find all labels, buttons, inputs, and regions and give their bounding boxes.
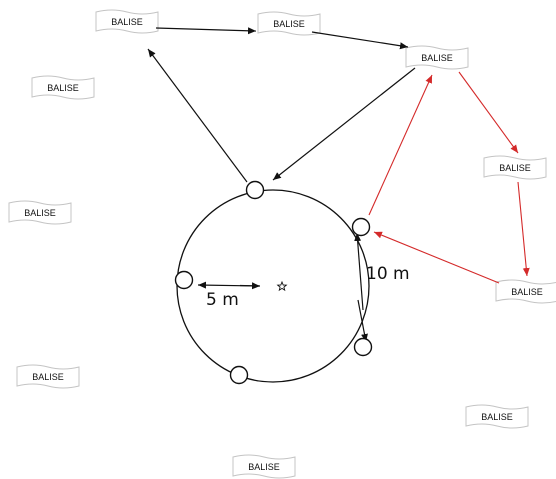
flag-shape	[465, 404, 529, 429]
balise-flag: BALISE	[405, 45, 469, 70]
balise-flag: BALISE	[95, 9, 159, 34]
balise-flag: BALISE	[483, 155, 547, 180]
flag-shape	[95, 9, 159, 34]
balise-label: BALISE	[499, 163, 531, 173]
marker-circle	[353, 337, 373, 357]
balise-flag: BALISE	[31, 75, 95, 100]
marker-circle	[229, 365, 249, 385]
balise-flag: BALISE	[465, 404, 529, 429]
balise-label: BALISE	[511, 287, 543, 297]
flag-shape	[16, 364, 80, 389]
flag-shape	[483, 155, 547, 180]
flag-shape	[495, 279, 556, 304]
radius-arrow	[239, 282, 261, 290]
route-arrow	[311, 31, 409, 50]
red-route-arrow	[368, 74, 433, 216]
balise-label: BALISE	[481, 412, 513, 422]
course-circle	[176, 189, 370, 383]
balise-flag: BALISE	[232, 454, 296, 479]
red-route-arrow	[458, 71, 519, 154]
radius-label: 5 m	[206, 290, 239, 310]
flag-shape	[31, 75, 95, 100]
flag-shape	[405, 45, 469, 70]
flag-shape	[8, 200, 72, 225]
distance-arrow	[357, 299, 368, 343]
balise-label: BALISE	[24, 208, 56, 218]
route-arrow	[272, 67, 416, 181]
route-arrow	[155, 27, 257, 35]
distance-arrow	[354, 232, 364, 311]
balise-label: BALISE	[421, 53, 453, 63]
balise-flag: BALISE	[257, 11, 321, 36]
balise-flag: BALISE	[16, 364, 80, 389]
route-arrow	[147, 48, 248, 183]
red-route-arrow	[517, 181, 530, 277]
distance-label: 10 m	[366, 264, 410, 284]
balise-flag: BALISE	[8, 200, 72, 225]
marker-circle	[351, 217, 371, 237]
marker-circle	[245, 180, 265, 200]
flag-shape	[232, 454, 296, 479]
balise-flag: BALISE	[495, 279, 556, 304]
balise-label: BALISE	[273, 19, 305, 29]
balise-label: BALISE	[248, 462, 280, 472]
red-route-arrow	[373, 231, 500, 284]
balise-label: BALISE	[47, 83, 79, 93]
balise-label: BALISE	[111, 17, 143, 27]
marker-circle	[174, 270, 194, 290]
center-star-icon	[276, 280, 288, 292]
balise-label: BALISE	[32, 372, 64, 382]
